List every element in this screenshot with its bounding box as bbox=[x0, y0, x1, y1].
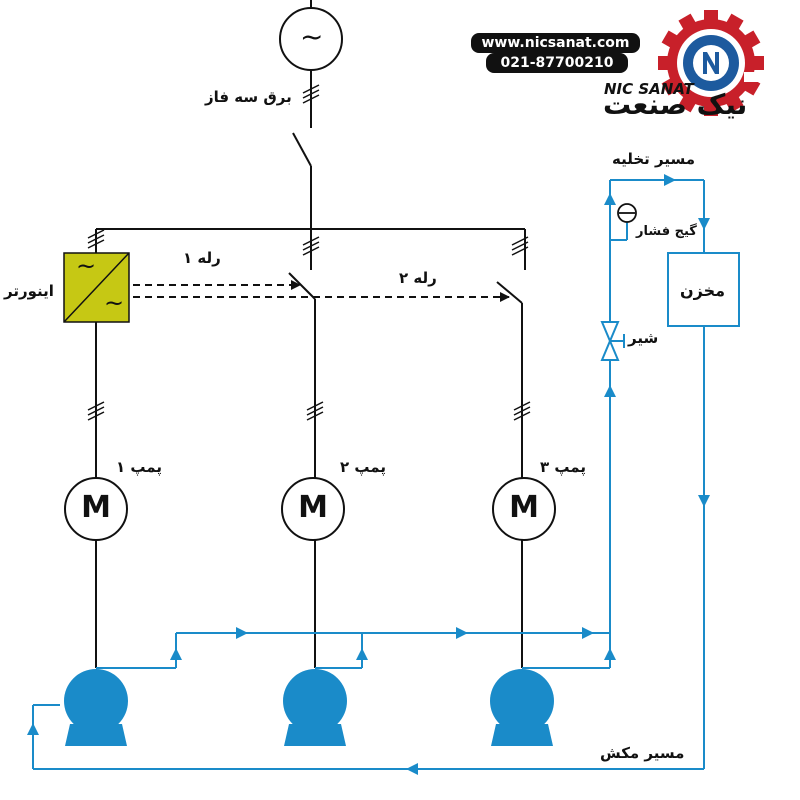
pressure-gauge-icon bbox=[617, 203, 637, 223]
relay-2-contact bbox=[496, 281, 523, 304]
gear-logo-icon bbox=[658, 10, 772, 116]
tank-box bbox=[667, 252, 740, 327]
supply-label: برق سه فاز bbox=[205, 88, 292, 106]
valve-icon bbox=[600, 321, 625, 361]
ac-source-icon bbox=[279, 7, 343, 71]
relay-1-contact bbox=[288, 272, 316, 300]
gauge-label: گیج فشار bbox=[636, 224, 697, 239]
brand-name-en: NIC SANAT bbox=[604, 80, 694, 98]
centrifugal-pump-icon bbox=[490, 669, 554, 746]
three-phase-marks bbox=[87, 84, 531, 421]
relay-control-lines bbox=[133, 280, 510, 302]
flow-arrows bbox=[27, 174, 710, 775]
pump-1-label: پمپ ۱ bbox=[116, 458, 162, 476]
relay-2-label: رله ۲ bbox=[399, 269, 437, 287]
motor-icon bbox=[492, 477, 556, 541]
electrical-lines bbox=[95, 0, 526, 668]
inverter-label: اینورتر bbox=[4, 282, 54, 300]
website-badge: www.nicsanat.com bbox=[471, 33, 640, 53]
pipe-lines bbox=[32, 179, 705, 770]
phone-badge: 021-87700210 bbox=[486, 53, 628, 73]
centrifugal-pump-icon bbox=[283, 669, 347, 746]
motor-icon bbox=[281, 477, 345, 541]
inverter-box bbox=[63, 252, 130, 323]
motor-2-letter: M bbox=[298, 490, 328, 525]
pump-3-label: پمپ ۳ bbox=[540, 458, 586, 476]
inverter-ac-out-symbol: ~ bbox=[104, 289, 125, 317]
main-switch bbox=[292, 132, 312, 167]
discharge-label: مسیر تخلیه bbox=[612, 150, 696, 168]
suction-label: مسیر مکش bbox=[600, 744, 685, 762]
motor-1-letter: M bbox=[81, 490, 111, 525]
tank-label: مخزن bbox=[680, 281, 726, 300]
valve-label: شیر bbox=[628, 329, 659, 347]
brand-name-fa: نیک صنعت bbox=[603, 88, 748, 121]
pump-2-label: پمپ ۲ bbox=[340, 458, 386, 476]
inverter-ac-in-symbol: ~ bbox=[76, 252, 97, 280]
motor-3-letter: M bbox=[509, 490, 539, 525]
ac-symbol: ~ bbox=[300, 20, 324, 53]
relay-1-label: رله ۱ bbox=[183, 249, 221, 267]
motor-icon bbox=[64, 477, 128, 541]
centrifugal-pump-icon bbox=[64, 669, 128, 746]
